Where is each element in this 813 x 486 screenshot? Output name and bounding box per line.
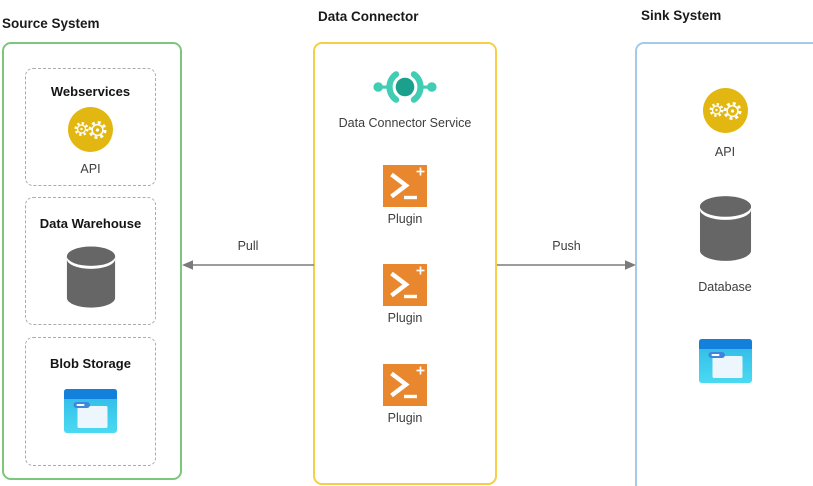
push-arrow-icon — [497, 260, 636, 270]
sink-system-group: API Database — [635, 42, 813, 486]
sink-database-label: Database — [698, 280, 752, 294]
source-system-group: Webservices API Data Warehouse Blob Stor… — [2, 42, 182, 480]
sink-api-label: API — [714, 145, 736, 159]
plugin-label: Plugin — [387, 311, 423, 325]
pull-arrow-icon — [182, 260, 314, 270]
plugin-label: Plugin — [387, 411, 423, 425]
node-blob-storage-title: Blob Storage — [50, 356, 131, 371]
plugin-powershell-icon — [383, 165, 427, 207]
plugin-node: Plugin — [315, 364, 495, 425]
push-edge-label: Push — [552, 239, 581, 253]
node-webservices-title: Webservices — [50, 84, 131, 99]
database-icon — [66, 246, 115, 308]
data-connector-service-label: Data Connector Service — [338, 116, 472, 130]
data-connector-group: Data Connector Service Plugin Plugin Plu… — [313, 42, 497, 485]
blob-storage-icon — [699, 339, 752, 383]
pull-edge-label: Pull — [237, 239, 259, 253]
node-data-warehouse: Data Warehouse — [25, 197, 156, 325]
api-gears-icon — [68, 107, 113, 152]
api-gears-icon — [703, 88, 748, 133]
sink-system-title: Sink System — [641, 8, 722, 23]
node-data-warehouse-title: Data Warehouse — [39, 216, 142, 231]
plugin-powershell-icon — [383, 364, 427, 406]
plugin-node: Plugin — [315, 264, 495, 325]
data-connector-title: Data Connector — [318, 9, 419, 24]
node-webservices: Webservices API — [25, 68, 156, 186]
plugin-powershell-icon — [383, 264, 427, 306]
node-blob-storage: Blob Storage — [25, 337, 156, 466]
plugin-node: Plugin — [315, 165, 495, 226]
database-icon — [699, 196, 752, 261]
data-connector-service-icon — [373, 64, 437, 115]
source-system-title: Source System — [2, 16, 100, 31]
plugin-label: Plugin — [387, 212, 423, 226]
node-webservices-label: API — [80, 162, 101, 176]
blob-storage-icon — [64, 389, 117, 433]
